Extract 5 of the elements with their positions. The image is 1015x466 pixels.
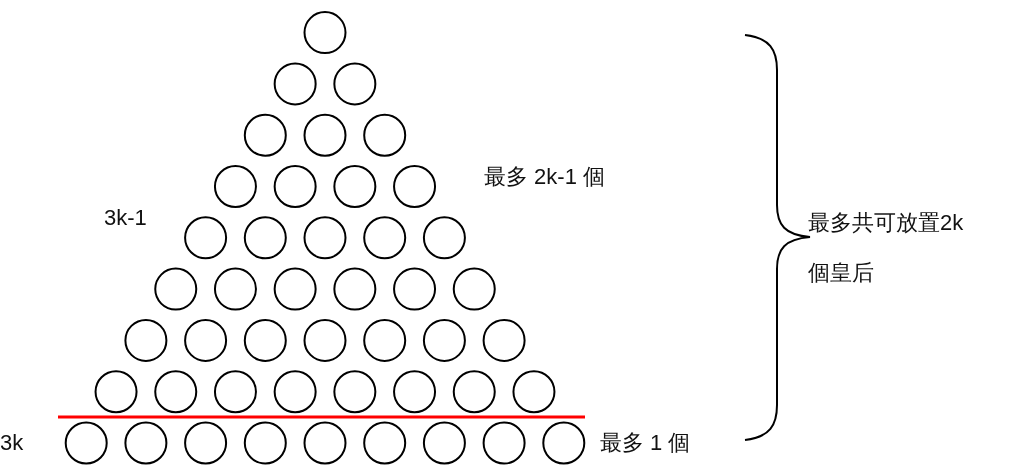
- annotation-text: 3k-1: [104, 204, 147, 232]
- annotation-text: 最多 2k-1 個: [484, 163, 606, 191]
- annotation-text: 3k: [0, 429, 24, 457]
- annotation-text: 最多 1 個: [600, 429, 691, 457]
- annotation-text: 最多共可放置2k 個皇后: [808, 209, 965, 287]
